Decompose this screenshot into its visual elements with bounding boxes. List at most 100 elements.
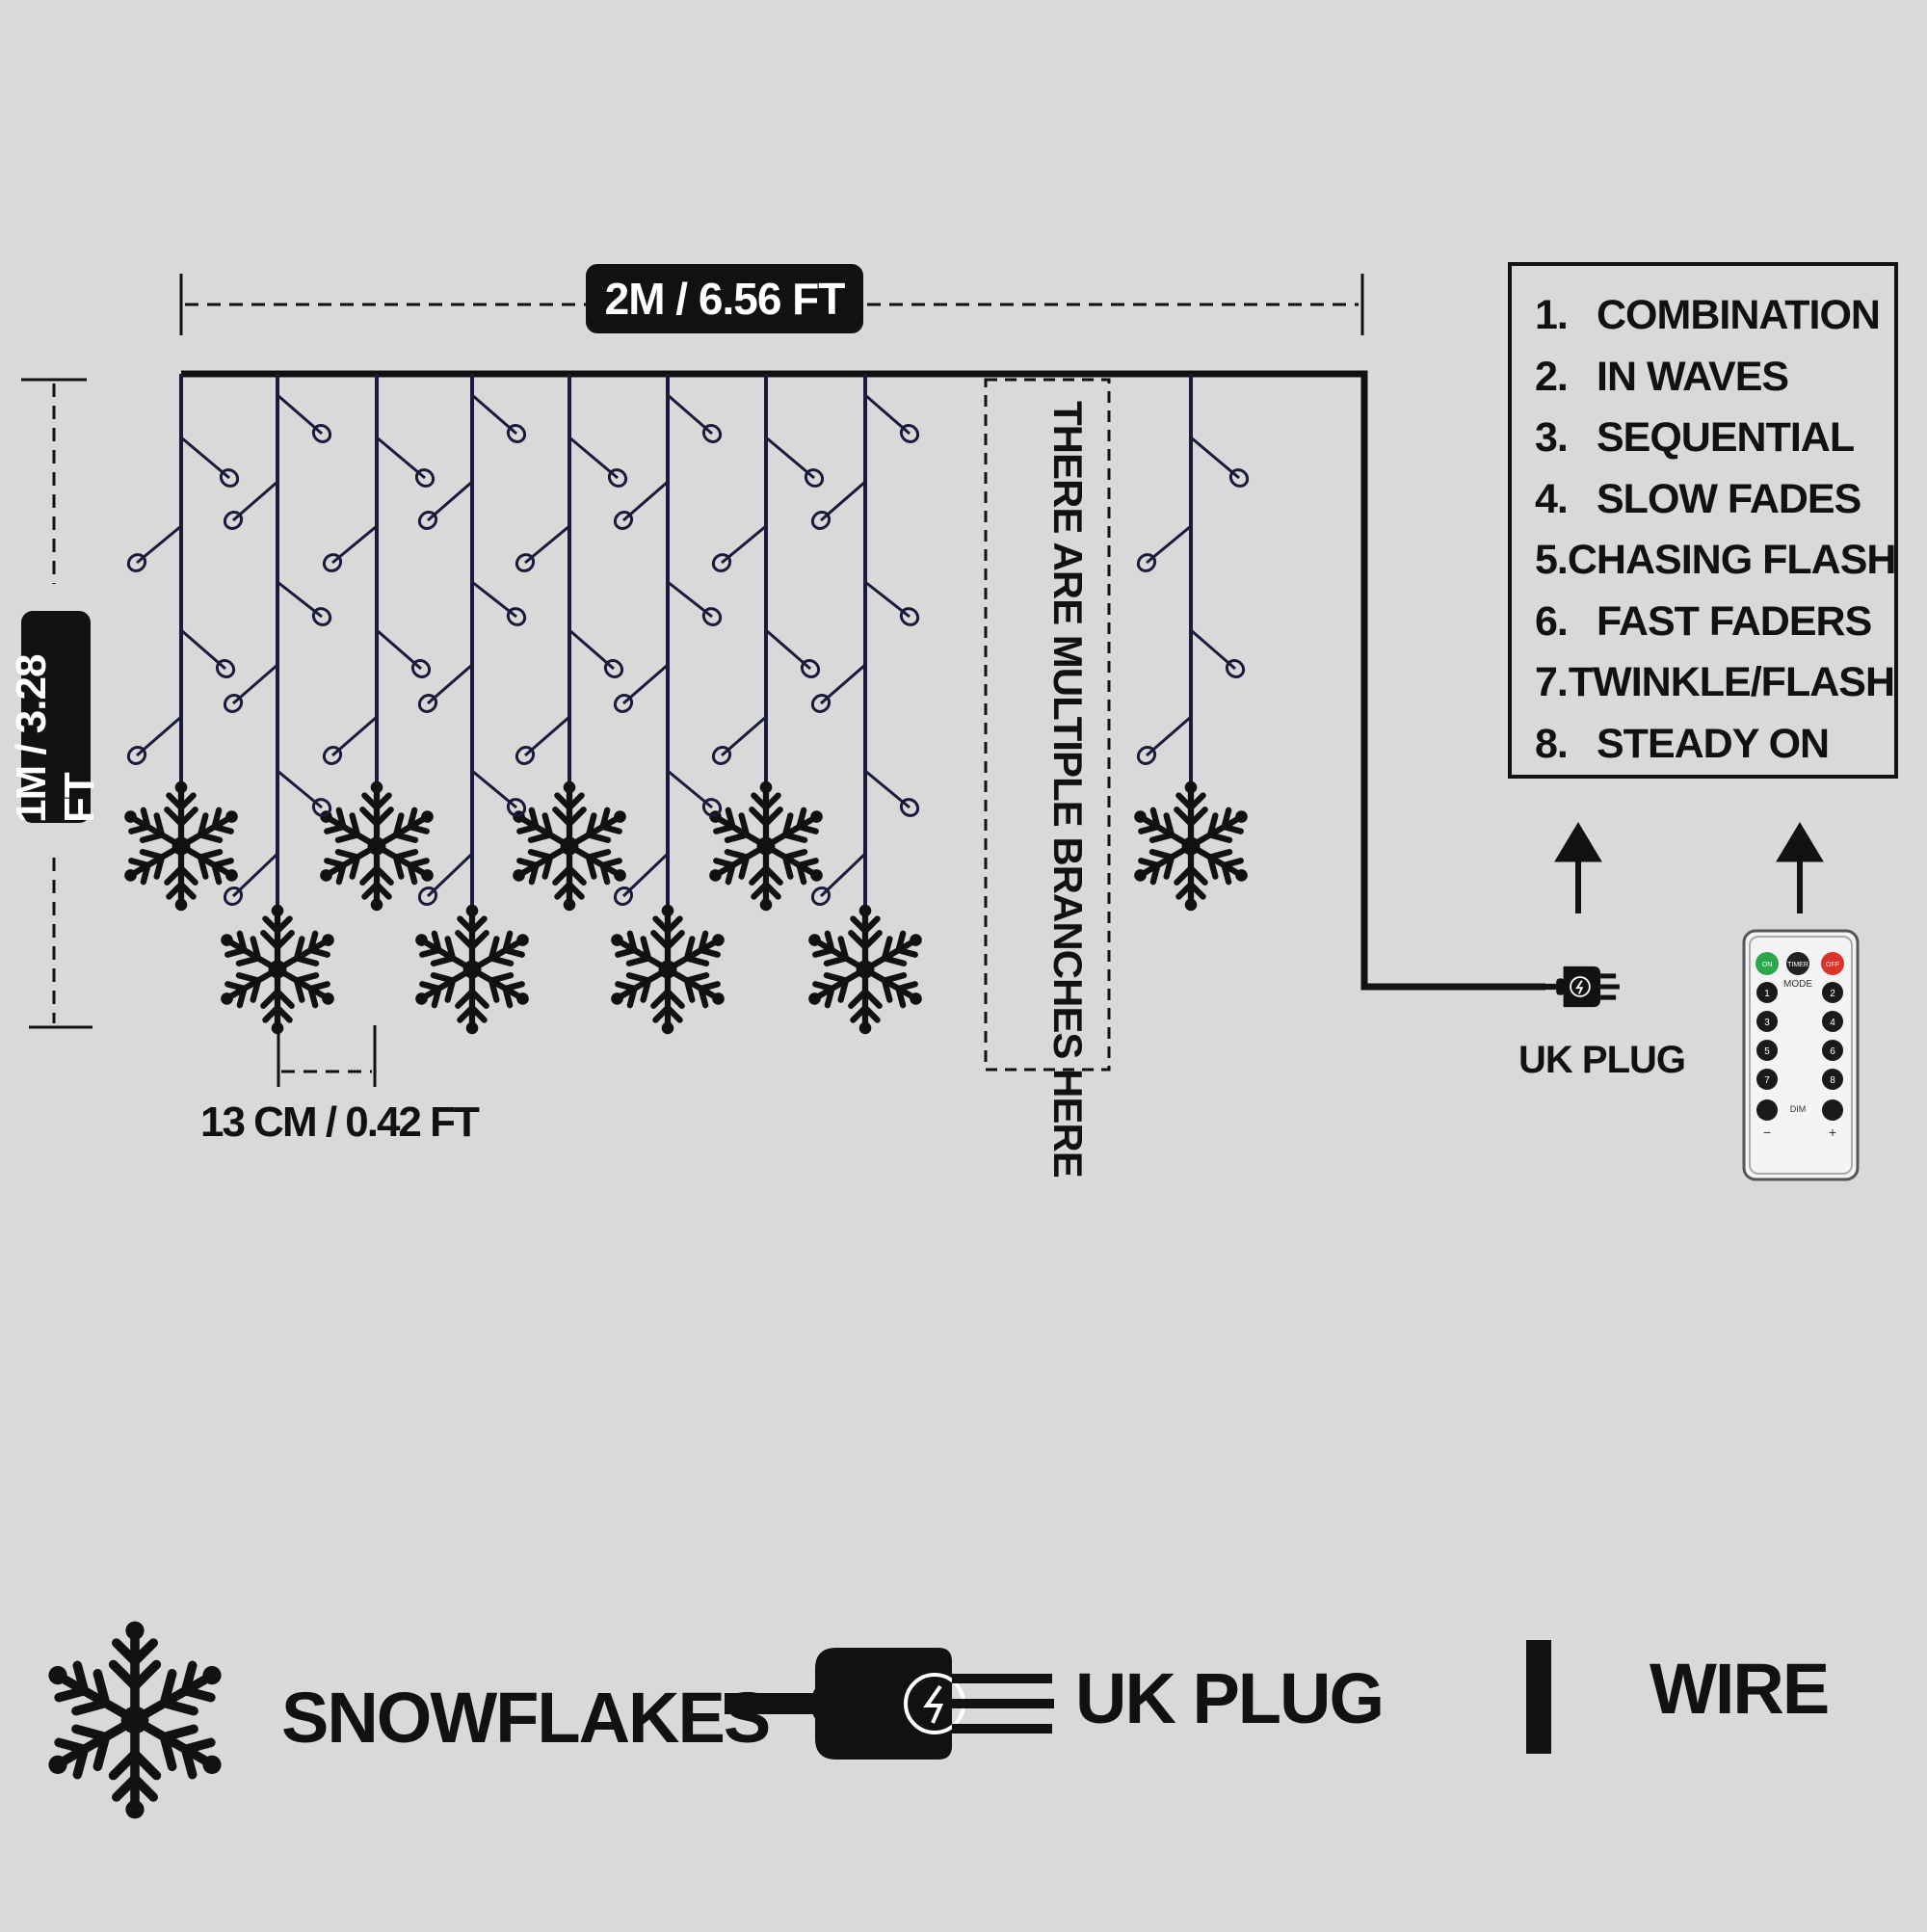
spacing-label: 13 CM / 0.42 FT [200,1098,480,1146]
remote-mode-button[interactable] [1822,1011,1843,1032]
bulb-icon [223,511,244,530]
remote-on-button[interactable] [1755,952,1779,975]
mode-number: 8. [1535,720,1569,767]
snowflake-icon [220,905,335,1034]
remote-number-label: 3 [1764,1018,1770,1028]
mode-number: 4. [1535,475,1569,522]
remote-dim-up-button[interactable] [1822,1099,1843,1121]
remote-mode-button[interactable] [1756,1040,1778,1061]
mode-item: 2. IN WAVES [1535,347,1894,409]
legend-snowflakes-label: SNOWFLAKES [281,1678,771,1758]
wire-icon [1526,1640,1551,1754]
snowflake-icon [512,781,627,911]
bulb-icon [1225,659,1246,678]
branches [123,374,1251,1034]
remote-button-label: ON [1762,962,1773,968]
remote-mode-button[interactable] [1822,1069,1843,1090]
mode-number: 3. [1535,414,1569,461]
snowflake-icon [807,905,923,1034]
snowflake-icon [610,905,726,1034]
bulb-icon [711,553,732,572]
bulb-icon [417,694,438,713]
remote-dim-label: DIM [1790,1104,1807,1114]
bulb-wire [765,436,815,480]
remote-mode-button[interactable] [1822,982,1843,1003]
bulb-icon [215,659,236,678]
remote-timer-button[interactable] [1786,952,1809,975]
bulb-icon [223,887,244,906]
bulb-icon [414,468,436,488]
height-dimension [21,378,92,1029]
mode-number: 1. [1535,292,1569,338]
mode-item: 3.SEQUENTIAL [1535,408,1894,469]
bulb-icon [613,694,634,713]
bulb-icon [515,746,536,765]
mode-label: IN WAVES [1597,353,1789,400]
remote-number-label: 5 [1764,1046,1770,1057]
remote-minus-label: − [1763,1125,1771,1140]
remote-mode-label: MODE [1783,979,1812,990]
bulb-wire [426,852,474,898]
snowflake-icon [319,781,435,911]
bulb-icon [701,798,723,817]
bulb-wire [621,852,670,898]
bulb-icon [126,746,147,765]
uk-plug-icon [725,1648,1054,1760]
bulb-icon [800,659,821,678]
remote-mode-button[interactable] [1756,1011,1778,1032]
bulb-wire [1190,436,1240,480]
remote-mode-button[interactable] [1756,982,1778,1003]
mode-item: 7.TWINKLE/FLASH [1535,652,1895,714]
bulb-icon [810,511,832,530]
bulb-icon [899,424,920,443]
bulb-wire [231,852,279,898]
mode-label: COMBINATION [1597,292,1881,338]
bulb-icon [506,607,527,626]
bulb-icon [126,553,147,572]
modes-list: 1. COMBINATION 2. IN WAVES 3.SEQUENTIAL 4.… [1508,262,1898,779]
legend-plug-label: UK PLUG [1075,1658,1385,1738]
snowflake-icon [414,905,530,1034]
bulb-icon [515,553,536,572]
bulb-icon [417,511,438,530]
main-wire [181,370,1545,991]
snowflake-icon [123,781,239,911]
bulb-icon [311,607,332,626]
bulb-icon [311,424,332,443]
mode-number: 5. [1535,537,1569,583]
remote-plus-label: + [1829,1125,1836,1140]
remote-button-label: TIMER [1787,962,1808,968]
snowflake-icon [46,1622,223,1819]
spacing-dimension [277,1025,377,1087]
remote-number-label: 7 [1764,1075,1770,1086]
bulb-icon [219,468,240,488]
bulb-icon [810,887,832,906]
remote-mode-button[interactable] [1822,1040,1843,1061]
bulb-icon [701,607,723,626]
bulb-icon [223,694,244,713]
remote-mode-button[interactable] [1756,1069,1778,1090]
mode-number: 2. [1535,353,1569,400]
mode-label: FAST FADERS [1597,597,1872,645]
snowflake-icon [1133,781,1249,911]
remote-number-label: 4 [1830,1018,1835,1028]
bulb-icon [1136,553,1157,572]
mode-label: STEADY ON [1597,720,1830,767]
mode-label: TWINKLE/FLASH [1568,659,1895,705]
arrow-up-icon [1554,822,1602,913]
bulb-icon [322,746,343,765]
bulb-wire [568,436,619,480]
mode-item: 5.CHASING FLASH [1535,530,1897,592]
remote-number-label: 1 [1764,989,1770,999]
mode-number: 7. [1535,659,1569,705]
remote-dim-down-button[interactable] [1756,1099,1778,1121]
mode-number: 6. [1535,597,1569,645]
remote-number-label: 6 [1830,1046,1835,1057]
bulb-icon [899,607,920,626]
remote-off-button[interactable] [1821,952,1844,975]
bulb-icon [1228,468,1250,488]
snowflake-icon [708,781,824,911]
mode-label: CHASING FLASH [1567,537,1897,583]
